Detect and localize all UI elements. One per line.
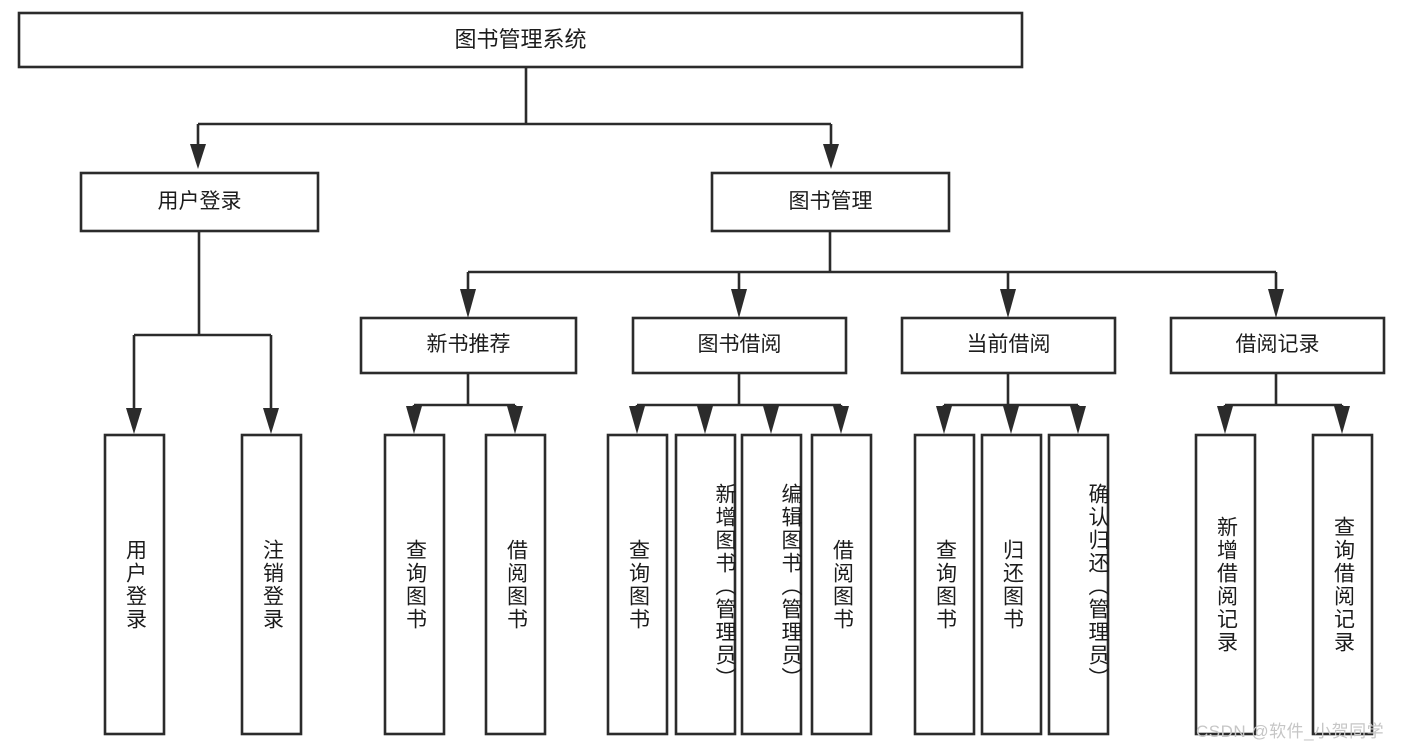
arrowhead-book-borrow xyxy=(731,289,747,318)
node-user-login-label: 用户登录 xyxy=(157,189,242,213)
arrowhead-leaf-borrow-book-1 xyxy=(507,406,523,434)
leaf-box-add-record[interactable] xyxy=(1194,433,1257,736)
leaf-label-add-record: 新增借阅记录 xyxy=(1214,515,1238,654)
arrowhead-leaf-user-logout xyxy=(263,408,279,434)
leaf-label-query-book-3: 查询图书 xyxy=(933,538,957,631)
node-root-label: 图书管理系统 xyxy=(454,27,587,53)
node-new-book-recommend-box[interactable] xyxy=(359,316,578,375)
leaf-label-query-book-1: 查询图书 xyxy=(403,538,427,631)
node-root-box[interactable] xyxy=(17,11,1024,69)
leaf-label-borrow-book-2: 借阅图书 xyxy=(830,538,854,631)
leaf-box-return-book[interactable] xyxy=(980,433,1043,736)
leaf-box-borrow-book-1[interactable] xyxy=(484,433,547,736)
leaf-box-user-login[interactable] xyxy=(103,433,166,736)
leaf-label-return-book: 归还图书 xyxy=(1000,538,1024,631)
node-book-borrow-label: 图书借阅 xyxy=(697,333,782,357)
node-book-borrow-box[interactable] xyxy=(631,316,848,375)
leaf-box-query-book-3[interactable] xyxy=(913,433,976,736)
leaf-box-query-record[interactable] xyxy=(1311,433,1374,736)
node-borrow-record-box[interactable] xyxy=(1169,316,1386,375)
node-new-book-recommend-label: 新书推荐 xyxy=(426,333,511,357)
leaf-label-query-record: 查询借阅记录 xyxy=(1331,515,1355,654)
leaf-label-user-login: 用户登录 xyxy=(123,538,147,631)
node-current-borrow-box[interactable] xyxy=(900,316,1117,375)
arrowhead-new-book-recommend xyxy=(460,289,476,318)
node-book-manage-box[interactable] xyxy=(710,171,951,233)
arrowhead-leaf-add-book xyxy=(697,406,713,434)
arrowhead-book-manage xyxy=(823,144,839,169)
arrowhead-leaf-user-login xyxy=(126,408,142,434)
arrowhead-current-borrow xyxy=(1000,289,1016,318)
leaf-label-edit-book: 编辑图书（管理员） xyxy=(779,482,802,690)
arrowhead-leaf-query-book-2 xyxy=(629,406,645,434)
leaf-box-query-book-1[interactable] xyxy=(383,433,446,736)
arrowhead-leaf-query-book-1 xyxy=(406,406,422,434)
leaf-label-borrow-book-1: 借阅图书 xyxy=(504,538,528,631)
arrowhead-borrow-record xyxy=(1268,289,1284,318)
watermark-label: CSDN @软件_小贺同学 xyxy=(1196,722,1385,741)
arrowhead-leaf-add-record xyxy=(1217,406,1233,434)
arrowhead-leaf-borrow-book-2 xyxy=(833,406,849,434)
node-current-borrow-label: 当前借阅 xyxy=(966,333,1051,357)
leaf-label-query-book-2: 查询图书 xyxy=(626,538,650,631)
leaf-label-confirm-return: 确认归还（管理员） xyxy=(1086,482,1109,690)
node-borrow-record-label: 借阅记录 xyxy=(1235,333,1320,357)
leaf-label-add-book: 新增图书（管理员） xyxy=(713,482,736,690)
node-book-manage-label: 图书管理 xyxy=(788,189,873,213)
leaf-label-user-logout: 注销登录 xyxy=(260,538,284,631)
arrowhead-leaf-query-book-3 xyxy=(936,406,952,434)
arrowhead-user-login xyxy=(190,144,206,169)
arrowhead-leaf-confirm-return xyxy=(1070,406,1086,434)
leaf-box-user-logout[interactable] xyxy=(240,433,303,736)
arrowhead-leaf-return-book xyxy=(1003,406,1019,434)
leaf-box-edit-book[interactable] xyxy=(740,433,803,736)
leaf-box-query-book-2[interactable] xyxy=(606,433,669,736)
node-user-login-box[interactable] xyxy=(79,171,320,233)
leaf-box-confirm-return[interactable] xyxy=(1047,433,1110,736)
leaf-box-add-book[interactable] xyxy=(674,433,737,736)
arrowhead-leaf-query-record xyxy=(1334,406,1350,434)
arrowhead-leaf-edit-book xyxy=(763,406,779,434)
leaf-box-borrow-book-2[interactable] xyxy=(810,433,873,736)
